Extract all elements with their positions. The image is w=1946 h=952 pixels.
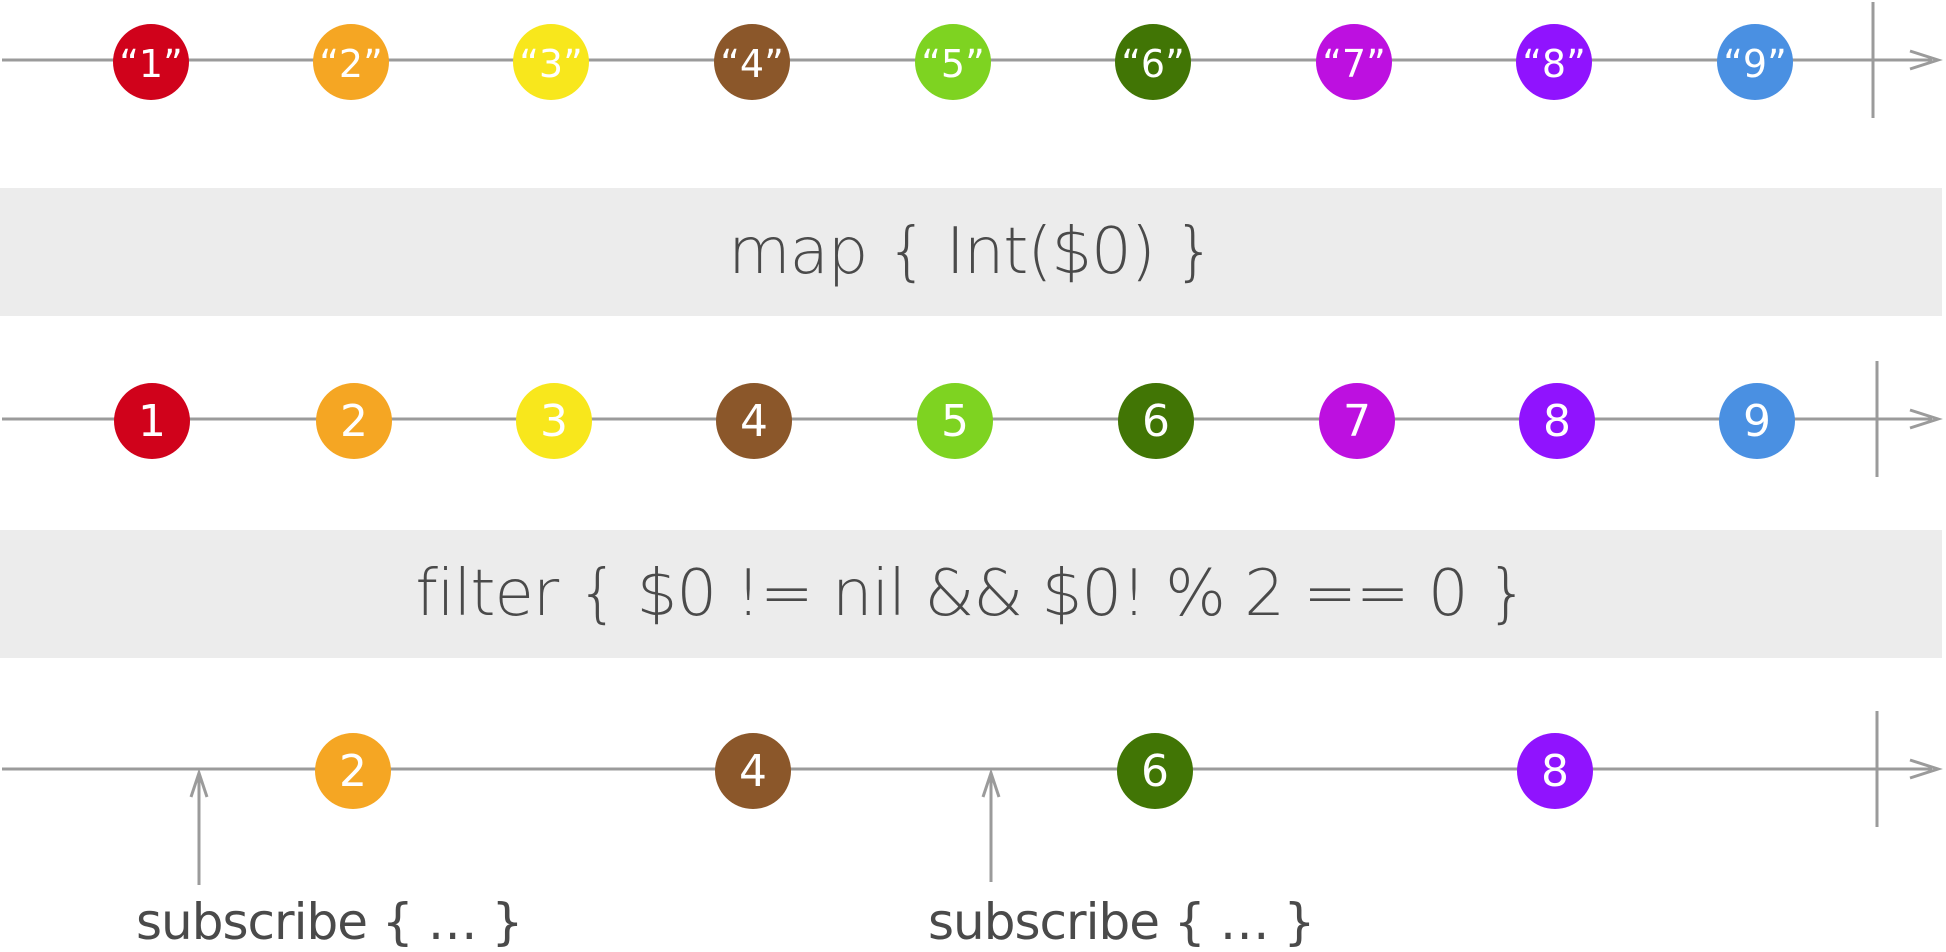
- marble-circle: [1519, 383, 1595, 459]
- marble-label: “5”: [921, 42, 985, 86]
- marble-label: 3: [540, 396, 568, 447]
- subscribe-label-2: subscribe { … }: [928, 893, 1315, 951]
- marble: 8: [1517, 733, 1593, 809]
- timeline-arrowhead: [1909, 408, 1943, 430]
- marble: 7: [1319, 383, 1395, 459]
- marble-circle: [316, 383, 392, 459]
- timelines: “1” “2” “3” “4” “5” “6” “7” “8” “9” 1 2 3 4 5 6 7 8 9 2 4 6 8: [2, 2, 1943, 827]
- marble-circle: [516, 383, 592, 459]
- marble: “2”: [313, 24, 389, 100]
- timeline-source: “1” “2” “3” “4” “5” “6” “7” “8” “9”: [2, 2, 1943, 118]
- timeline-mapped: 1 2 3 4 5 6 7 8 9: [2, 361, 1943, 477]
- marble-circle: [1516, 24, 1592, 100]
- marble-circle: [1117, 733, 1193, 809]
- marble-label: “8”: [1522, 42, 1586, 86]
- map-operator-label: map { Int($0) }: [728, 215, 1215, 289]
- marble-label: 2: [340, 396, 368, 447]
- marble-label: “2”: [319, 42, 383, 86]
- marble-label: 1: [138, 396, 166, 447]
- marble-circle: [1316, 24, 1392, 100]
- timeline-arrowhead: [1909, 49, 1943, 71]
- marble: 9: [1719, 383, 1795, 459]
- marble: 4: [715, 733, 791, 809]
- marble-circle: [716, 383, 792, 459]
- marble: “5”: [915, 24, 991, 100]
- marble-label: 6: [1141, 746, 1169, 797]
- marble-circle: [113, 24, 189, 100]
- subscribe-arrow-1: [189, 768, 209, 885]
- marble-label: “7”: [1322, 42, 1386, 86]
- marble-circle: [714, 24, 790, 100]
- marble: 8: [1519, 383, 1595, 459]
- filter-operator-box: filter { $0 != nil && $0! % 2 == 0 }: [0, 530, 1942, 658]
- marble-label: 8: [1541, 746, 1569, 797]
- marble-circle: [1517, 733, 1593, 809]
- marble-circle: [1717, 24, 1793, 100]
- marble-label: “1”: [119, 42, 183, 86]
- marble: 4: [716, 383, 792, 459]
- marble: “7”: [1316, 24, 1392, 100]
- marble: 2: [316, 383, 392, 459]
- marble: 1: [114, 383, 190, 459]
- marble-label: 4: [739, 746, 767, 797]
- subscribe-label-1: subscribe { … }: [136, 893, 523, 951]
- marble-circle: [1719, 383, 1795, 459]
- marble: “1”: [113, 24, 189, 100]
- marble-label: 6: [1142, 396, 1170, 447]
- marble-label: “9”: [1723, 42, 1787, 86]
- marble: “8”: [1516, 24, 1592, 100]
- filter-operator-label: filter { $0 != nil && $0! % 2 == 0 }: [415, 557, 1527, 631]
- timeline-arrowhead: [1909, 758, 1943, 780]
- marble-circle: [1118, 383, 1194, 459]
- map-operator-box: map { Int($0) }: [0, 188, 1942, 316]
- marble-circle: [313, 24, 389, 100]
- marble-circle: [915, 24, 991, 100]
- marble: 6: [1117, 733, 1193, 809]
- marble-label: 8: [1543, 396, 1571, 447]
- marble-label: 7: [1343, 396, 1371, 447]
- marble: “9”: [1717, 24, 1793, 100]
- marble-label: “3”: [519, 42, 583, 86]
- marble-circle: [917, 383, 993, 459]
- marble: 6: [1118, 383, 1194, 459]
- marble: 3: [516, 383, 592, 459]
- marble: “6”: [1115, 24, 1191, 100]
- marble-label: 9: [1743, 396, 1771, 447]
- marble-circle: [315, 733, 391, 809]
- marble-label: 2: [339, 746, 367, 797]
- marble: 5: [917, 383, 993, 459]
- marble-label: “6”: [1121, 42, 1185, 86]
- subscribe-arrows: [189, 768, 1001, 885]
- marble-circle: [114, 383, 190, 459]
- subscribe-arrow-2: [981, 768, 1001, 882]
- marble: 2: [315, 733, 391, 809]
- timeline-filtered: 2 4 6 8: [2, 711, 1943, 827]
- marble-label: 4: [740, 396, 768, 447]
- marble-circle: [513, 24, 589, 100]
- marble-circle: [1319, 383, 1395, 459]
- marble-label: 5: [941, 396, 969, 447]
- marble-circle: [1115, 24, 1191, 100]
- marble-label: “4”: [720, 42, 784, 86]
- marble-circle: [715, 733, 791, 809]
- marble: “4”: [714, 24, 790, 100]
- marble: “3”: [513, 24, 589, 100]
